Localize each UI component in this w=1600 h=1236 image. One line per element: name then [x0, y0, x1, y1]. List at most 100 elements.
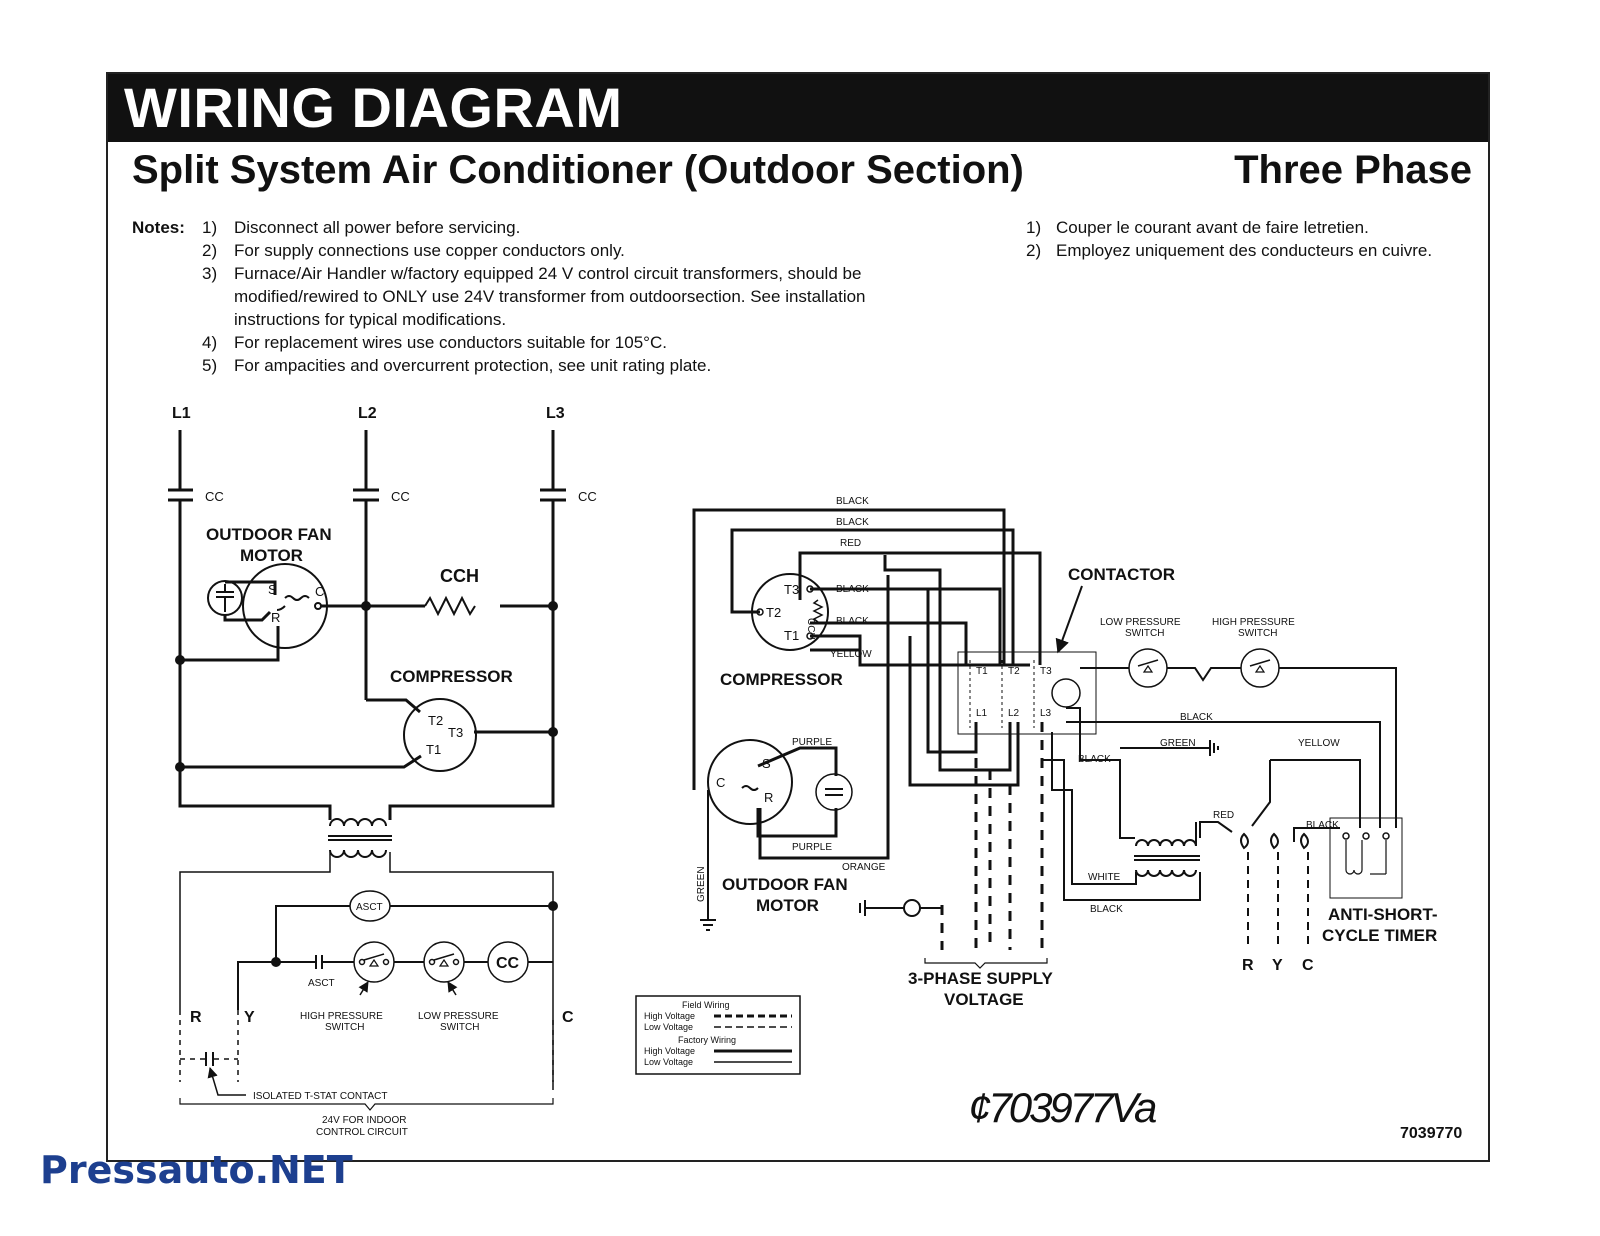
right-schematic: T3 T2 T1 CCH COMPRESSOR CONTACTOR T1 T2 …	[692, 496, 1438, 1009]
comp-t1: T1	[784, 628, 799, 643]
wire-black-t2	[730, 528, 1015, 665]
wire-color-labels: BLACK BLACK RED BLACK BLACK YELLOW PURPL…	[696, 496, 1340, 915]
note-text: Furnace/Air Handler w/factory equipped 2…	[234, 264, 866, 329]
cc-coil-label: CC	[496, 955, 520, 972]
note-text: For ampacities and overcurrent protectio…	[234, 356, 712, 375]
lv-transformer-primary	[1135, 839, 1197, 847]
contactor-t2: T2	[1008, 666, 1020, 677]
cc-label: CC	[391, 489, 410, 504]
diagram-subtitle: Split System Air Conditioner (Outdoor Se…	[132, 148, 1024, 192]
part-number: 7039770	[1400, 1125, 1462, 1142]
svg-text:HIGH PRESSURE: HIGH PRESSURE	[1212, 617, 1295, 628]
transformer-secondary	[329, 849, 387, 858]
secondary-r-wire	[179, 852, 331, 1010]
terminal-t1: T1	[426, 742, 441, 757]
tstat-c: C	[1302, 957, 1314, 974]
l2-to-t2	[366, 698, 421, 714]
asct-contact-label: ASCT	[308, 978, 335, 989]
fan-terminal-c: C	[716, 775, 725, 790]
label-green: GREEN	[1160, 738, 1196, 749]
hp-switch-right	[1240, 648, 1280, 688]
legend-factory-high: High Voltage	[644, 1046, 695, 1056]
terminal-s: S	[268, 582, 277, 597]
wire-red	[798, 551, 1042, 665]
fan-motor-label: OUTDOOR FAN MOTOR	[206, 525, 336, 565]
label-black-7: BLACK	[1306, 820, 1339, 831]
terminal-t2: T2	[428, 713, 443, 728]
note-text: Disconnect all power before servicing.	[234, 218, 521, 237]
wiring-legend: Field Wiring High Voltage Low Voltage Fa…	[635, 995, 801, 1075]
isolated-contact-label: ISOLATED T-STAT CONTACT	[253, 1091, 387, 1102]
contactor-coil	[1051, 678, 1081, 708]
barcode-text: ¢703977Va	[968, 1084, 1156, 1131]
watermark: Pressauto.NET	[40, 1148, 353, 1192]
wire-white	[1051, 732, 1137, 885]
compressor-circle	[403, 698, 477, 772]
label-purple-2: PURPLE	[792, 842, 832, 853]
supply-bracket	[924, 958, 1048, 969]
contactor-l1: L1	[976, 708, 988, 719]
note-text: Employez uniquement des conducteurs en c…	[1056, 241, 1433, 260]
fan-motor-label-line2: MOTOR	[240, 546, 303, 565]
label-black-5: BLACK	[1180, 712, 1213, 723]
terminal-y-label: Y	[244, 1009, 255, 1026]
cch-resistor	[424, 595, 476, 617]
note-number: 3)	[202, 264, 218, 283]
junction-dots	[175, 601, 558, 967]
tstat-r: R	[1242, 957, 1254, 974]
label-black-2: BLACK	[836, 517, 869, 528]
notes-label: Notes:	[132, 218, 185, 237]
label-red: RED	[840, 538, 861, 549]
contactor-l3: L3	[1040, 708, 1052, 719]
label-black-1: BLACK	[836, 496, 869, 507]
anti-short-cycle-timer-box	[1329, 817, 1403, 899]
line-label-l3: L3	[546, 405, 565, 422]
cc-label: CC	[205, 489, 224, 504]
note-number: 2)	[202, 241, 218, 260]
label-black-3: BLACK	[836, 584, 869, 595]
wire-black-comp-t3	[810, 587, 1002, 665]
legend-field-wiring: Field Wiring	[682, 1000, 730, 1010]
fan-motor-label-line1: OUTDOOR FAN	[206, 525, 332, 544]
note-number: 5)	[202, 356, 218, 375]
phase-label: Three Phase	[1234, 148, 1472, 192]
label-red-2: RED	[1213, 810, 1234, 821]
contactor-label: CONTACTOR	[1068, 565, 1175, 584]
supply-field-wires	[940, 722, 1044, 950]
terminal-c-label: C	[562, 1009, 574, 1026]
legend-factory-low: Low Voltage	[644, 1057, 693, 1067]
label-white: WHITE	[1088, 872, 1121, 883]
line-label-l2: L2	[358, 405, 377, 422]
ground-lug	[903, 899, 921, 917]
fan-motor-circle-right	[707, 739, 793, 825]
notes-english: Notes:1)Disconnect all power before serv…	[132, 216, 954, 377]
note-number: 1)	[1026, 218, 1042, 237]
wire-orange	[758, 575, 890, 860]
notes-french: 1) Couper le courant avant de faire letre…	[1026, 216, 1432, 262]
label-yellow-2: YELLOW	[1298, 738, 1340, 749]
l1-to-t1	[180, 754, 422, 769]
timer-label: ANTI-SHORT-CYCLE TIMER	[1322, 905, 1438, 945]
terminal-r-label: R	[190, 1009, 202, 1026]
lv-transformer-secondary	[1135, 869, 1197, 877]
wire-black-comp-t1	[810, 621, 968, 665]
control-circuit-bracket	[179, 1098, 554, 1111]
legend-box	[635, 995, 801, 1075]
transformer-primary	[329, 818, 387, 827]
comp-t2: T2	[766, 605, 781, 620]
note-number: 2)	[1026, 241, 1042, 260]
title-bar: WIRING DIAGRAM	[108, 74, 1488, 142]
label-black-8: BLACK	[1090, 904, 1123, 915]
contactor-l2: L2	[1008, 708, 1020, 719]
fan-capacitor-right	[815, 773, 853, 811]
note-text: Couper le courant avant de faire letreti…	[1056, 218, 1369, 237]
compressor-label-right: COMPRESSOR	[720, 670, 843, 689]
left-schematic: L1 L2 L3 CC CC CC OUTDOOR FAN MOTOR	[168, 405, 597, 1138]
terminal-t3: T3	[448, 725, 463, 740]
label-green-2: GREEN	[696, 866, 707, 902]
